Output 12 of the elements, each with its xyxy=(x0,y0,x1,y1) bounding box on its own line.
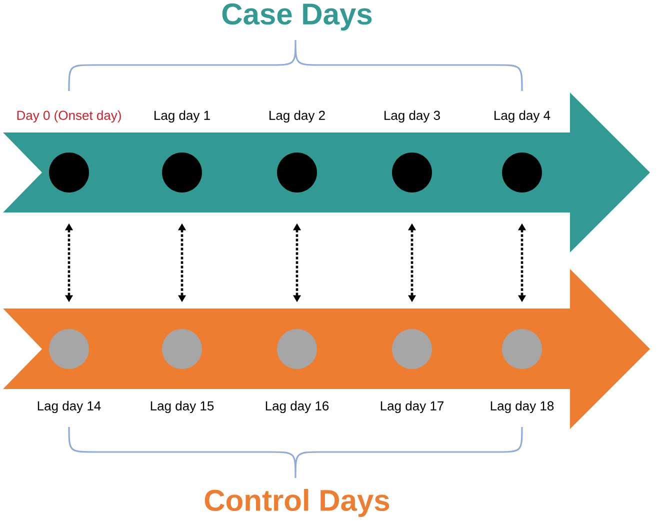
day-label: Lag day 15 xyxy=(150,400,214,414)
day-label: Lag day 1 xyxy=(154,110,210,123)
day-label: Lag day 18 xyxy=(490,400,554,414)
day-label: Lag day 16 xyxy=(266,400,329,414)
heading: Case Days xyxy=(222,3,372,31)
day-label: Lag day 4 xyxy=(494,110,550,123)
heading: Control Days xyxy=(204,489,390,517)
day-label: Lag day 3 xyxy=(384,110,440,123)
day-label: Lag day 14 xyxy=(38,400,101,414)
day-label: Lag day 17 xyxy=(380,400,444,414)
day-label: Day 0 (Onset day) xyxy=(17,110,121,123)
day-label: Lag day 2 xyxy=(270,110,325,123)
